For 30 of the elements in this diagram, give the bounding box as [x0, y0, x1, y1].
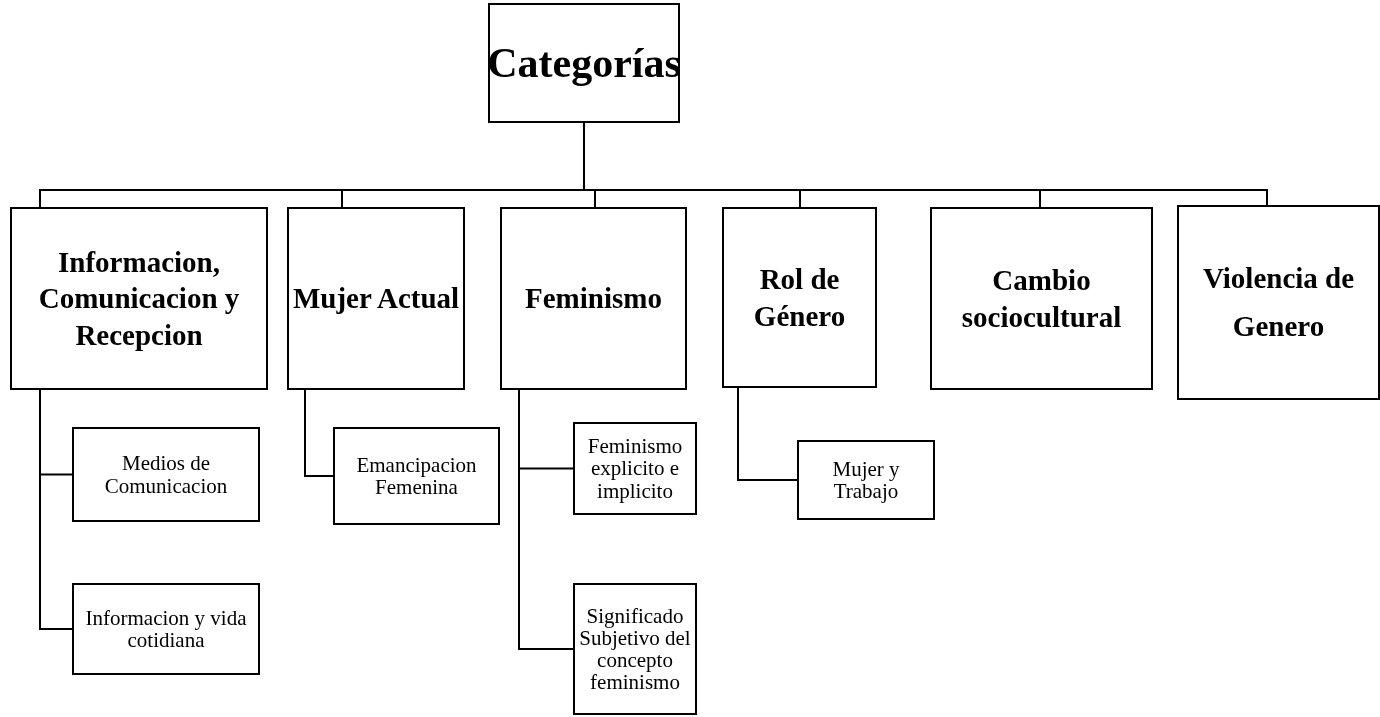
- category-box: [1177, 205, 1380, 400]
- node-label: Cambio sociocultural: [960, 263, 1123, 335]
- subcategory-box: [72, 427, 260, 522]
- connector-line: [39, 389, 73, 630]
- node-label: Rol de Género: [752, 262, 847, 334]
- category-box: [722, 207, 877, 388]
- node-label: Categorías: [487, 39, 681, 87]
- node-label: Informacion, Comunicacion y Recepcion: [37, 245, 241, 353]
- connector-line: [304, 389, 334, 477]
- node-label: Violencia de Genero: [1201, 260, 1356, 344]
- category-box: [10, 207, 268, 390]
- subcategory-box: [573, 583, 697, 715]
- title-box: [488, 3, 680, 123]
- connector-line: [737, 387, 798, 481]
- subcategory-box: [333, 427, 500, 525]
- node-label: Mujer Actual: [292, 281, 460, 317]
- node-label: Medios de Comunicacion: [103, 452, 229, 497]
- node-label: Significado Subjetivo del concepto feminismo: [578, 604, 692, 694]
- subcategory-box: [797, 440, 935, 520]
- subcategory-box: [573, 422, 697, 515]
- node-label: Feminismo explicito e implicito: [586, 435, 684, 502]
- node-label: Mujer y Trabajo: [831, 457, 901, 503]
- category-box: [500, 207, 687, 390]
- node-label: Informacion y vida cotidiana: [84, 606, 248, 652]
- connector-line: [518, 389, 574, 650]
- category-box: [930, 207, 1153, 390]
- node-label: Emancipacion Femenina: [355, 453, 478, 499]
- category-box: [287, 207, 465, 390]
- node-label: Feminismo: [525, 281, 662, 317]
- subcategory-box: [72, 583, 260, 675]
